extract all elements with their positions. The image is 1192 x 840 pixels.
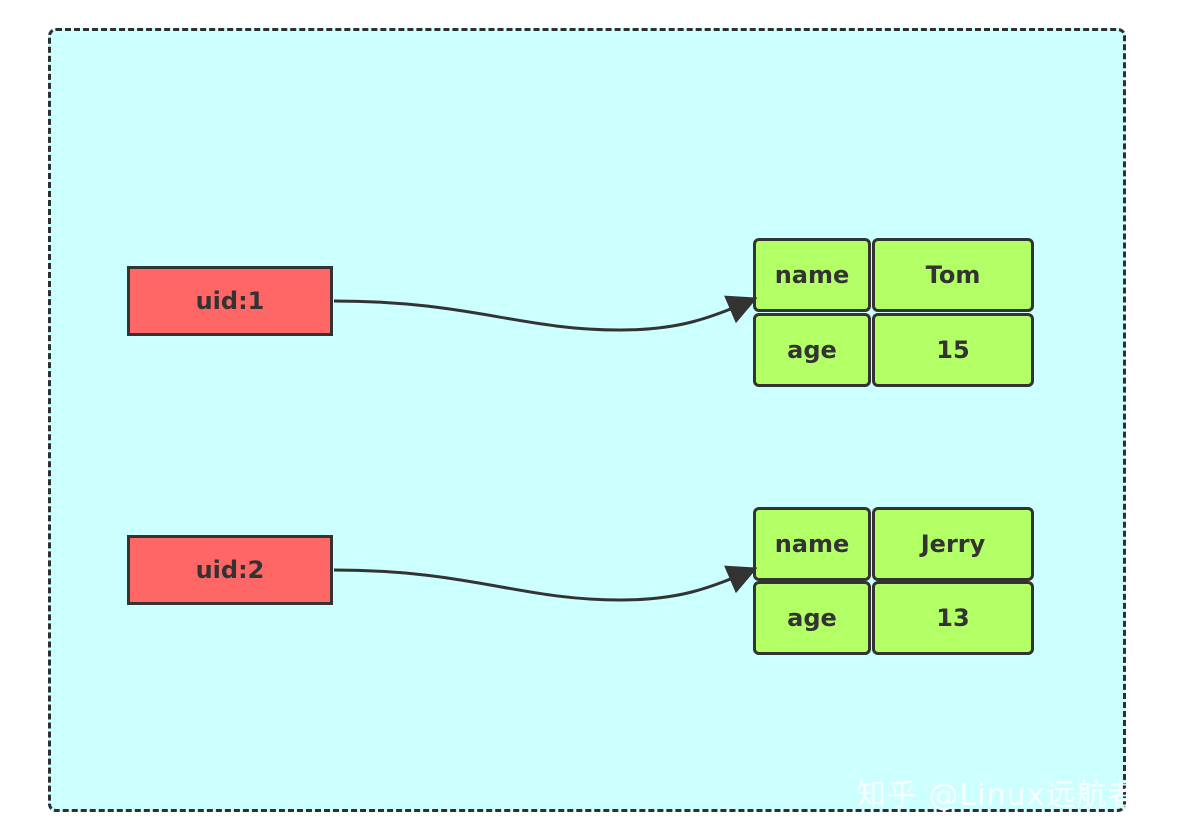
key-uid-2: uid:2 [127,535,333,605]
field-age-cell: age [753,581,871,655]
value-name-cell: Jerry [872,507,1034,581]
field-age-cell: age [753,313,871,387]
value-name-cell: Tom [872,238,1034,312]
hash-container [48,28,1126,812]
value-age-cell: 13 [872,581,1034,655]
value-age-cell: 15 [872,313,1034,387]
field-name-cell: name [753,507,871,581]
watermark-text: 知乎 @Linux远航者 [856,778,1139,813]
key-uid-1: uid:1 [127,266,333,336]
field-name-cell: name [753,238,871,312]
